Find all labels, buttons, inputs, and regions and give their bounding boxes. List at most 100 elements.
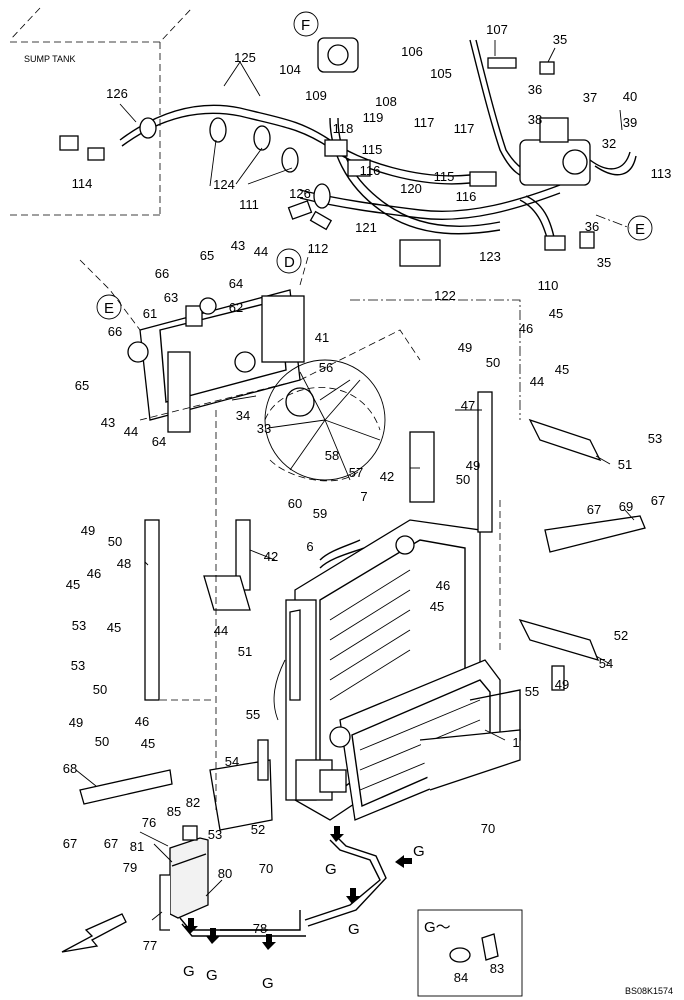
part-callout: 35 bbox=[553, 32, 567, 47]
part-callout: 45 bbox=[555, 362, 569, 377]
part-callout: 47 bbox=[461, 398, 475, 413]
reference-letter: E bbox=[104, 300, 114, 317]
part-callout: 60 bbox=[288, 496, 302, 511]
reference-letter: G bbox=[325, 861, 337, 878]
part-callout: 125 bbox=[234, 50, 256, 65]
part-callout: 49 bbox=[81, 523, 95, 538]
part-callout: 82 bbox=[186, 795, 200, 810]
part-callout: 63 bbox=[164, 290, 178, 305]
part-callout: 119 bbox=[363, 110, 384, 125]
part-callout: 126 bbox=[289, 186, 311, 201]
part-callout: 69 bbox=[619, 499, 633, 514]
part-callout: 123 bbox=[479, 249, 501, 264]
part-callout: 76 bbox=[142, 815, 156, 830]
radiator-assembly bbox=[273, 519, 521, 821]
sump-tank-label: SUMP TANK bbox=[24, 54, 76, 64]
part-callout: 77 bbox=[143, 938, 157, 953]
part-callout: 120 bbox=[400, 181, 422, 196]
part-callout: 43 bbox=[101, 415, 115, 430]
part-callout: 110 bbox=[538, 278, 559, 293]
part-callout: 40 bbox=[623, 89, 637, 104]
part-callout: 64 bbox=[152, 434, 166, 449]
part-callout: 117 bbox=[414, 115, 435, 130]
part-callout: 48 bbox=[117, 556, 131, 571]
part-callout: 106 bbox=[401, 44, 423, 59]
reference-letter: G bbox=[348, 921, 360, 938]
part-callout: 43 bbox=[231, 238, 245, 253]
part-callout: 122 bbox=[434, 288, 456, 303]
part-callout: 124 bbox=[213, 177, 235, 192]
part-callout: 44 bbox=[530, 374, 544, 389]
part-callout: 50 bbox=[108, 534, 122, 549]
part-callout: 32 bbox=[602, 136, 616, 151]
part-callout: 78 bbox=[253, 921, 267, 936]
part-callout: 49 bbox=[458, 340, 472, 355]
part-callout: 70 bbox=[481, 821, 495, 836]
part-callout: 6 bbox=[306, 539, 313, 554]
part-callout: 36 bbox=[528, 82, 542, 97]
part-callout: 45 bbox=[549, 306, 563, 321]
part-callout: 54 bbox=[225, 754, 239, 769]
part-callout: 115 bbox=[434, 169, 455, 184]
part-callout: 116 bbox=[456, 189, 477, 204]
g-legend-title: G～ bbox=[424, 919, 451, 936]
part-callout: 49 bbox=[69, 715, 83, 730]
part-callout: 46 bbox=[436, 578, 450, 593]
part-callout: 83 bbox=[490, 961, 504, 976]
part-callout: 51 bbox=[238, 644, 252, 659]
part-callout: 53 bbox=[648, 431, 662, 446]
fan-shroud bbox=[127, 289, 421, 433]
part-callout: 36 bbox=[585, 219, 599, 234]
part-callout: 41 bbox=[315, 330, 329, 345]
part-callout: 50 bbox=[486, 355, 500, 370]
part-callout: 52 bbox=[614, 628, 628, 643]
part-callout: 50 bbox=[456, 472, 470, 487]
top-hoses bbox=[59, 37, 637, 267]
part-callout: 46 bbox=[87, 566, 101, 581]
part-callout: 44 bbox=[214, 623, 228, 638]
part-callout: 51 bbox=[618, 457, 632, 472]
part-callout: 65 bbox=[75, 378, 89, 393]
part-callout: 7 bbox=[360, 489, 367, 504]
part-callout: 42 bbox=[380, 469, 394, 484]
part-callout: 56 bbox=[319, 360, 333, 375]
part-callout: 67 bbox=[104, 836, 118, 851]
part-callout: 105 bbox=[430, 66, 452, 81]
part-callout: 84 bbox=[454, 970, 468, 985]
circle-letters bbox=[96, 11, 653, 320]
part-callout: 109 bbox=[305, 88, 327, 103]
sump-tank: SUMP TANK bbox=[9, 7, 193, 216]
part-callout: 59 bbox=[313, 506, 327, 521]
part-callout: 34 bbox=[236, 408, 250, 423]
reference-letter: G bbox=[206, 967, 218, 984]
part-callout: 107 bbox=[486, 22, 508, 37]
part-callout: 45 bbox=[66, 577, 80, 592]
part-callout: 42 bbox=[264, 549, 278, 564]
part-callout: 126 bbox=[106, 86, 128, 101]
part-callout: 67 bbox=[63, 836, 77, 851]
part-callout: 104 bbox=[279, 62, 301, 77]
reserve-tank bbox=[159, 825, 387, 937]
part-callout: 53 bbox=[71, 658, 85, 673]
part-callout: 38 bbox=[528, 112, 542, 127]
part-callout: 118 bbox=[333, 121, 354, 136]
part-callout: 85 bbox=[167, 804, 181, 819]
part-callout: 39 bbox=[623, 115, 637, 130]
reference-letter: G bbox=[262, 975, 274, 992]
part-callout: 111 bbox=[239, 197, 259, 212]
reference-letter: G bbox=[183, 963, 195, 980]
brackets bbox=[79, 391, 646, 831]
part-callout: 55 bbox=[525, 684, 539, 699]
part-callout: 81 bbox=[130, 839, 144, 854]
part-callout: 49 bbox=[466, 458, 480, 473]
part-callout: 45 bbox=[107, 620, 121, 635]
g-arrows bbox=[184, 826, 412, 950]
reference-letter: F bbox=[301, 17, 310, 34]
part-callout: 121 bbox=[355, 220, 377, 235]
part-callout: 116 bbox=[360, 163, 381, 178]
part-callout: 68 bbox=[63, 761, 77, 776]
part-callout: 62 bbox=[229, 300, 243, 315]
part-callout: 67 bbox=[651, 493, 665, 508]
